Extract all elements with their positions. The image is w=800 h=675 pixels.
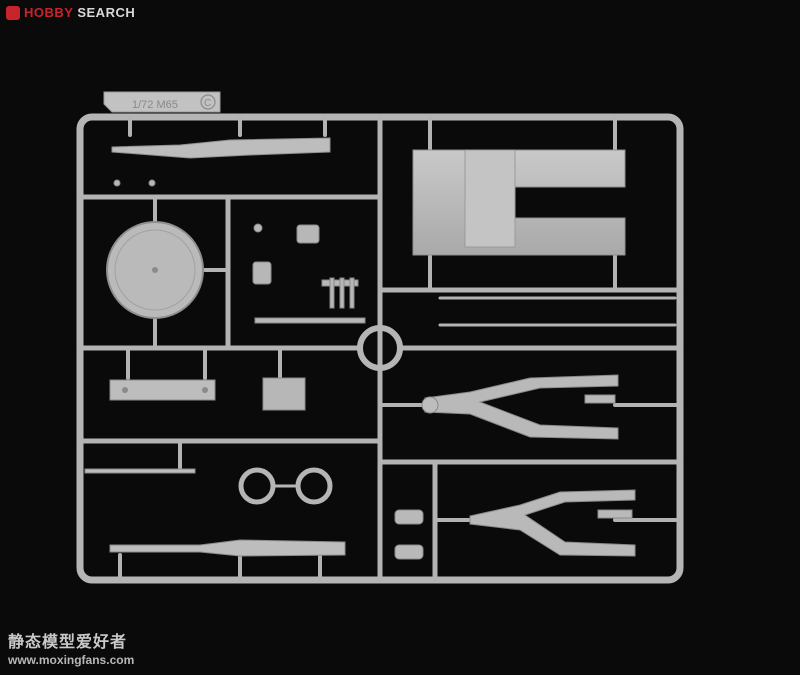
part-chassis-rail-top [111,137,331,159]
sprue-runners [77,114,683,583]
sprue-tag-label: 1/72 M65 [132,99,178,111]
part-turntable-disc [106,221,204,319]
part-a-frame-lower [469,489,636,557]
part-chassis-rail-bottom [84,468,346,557]
hobby-search-logo-icon [6,5,20,20]
watermark-chinese-text: 静态模型爱好者 [8,632,128,651]
watermark-url: www.moxingfans.com [8,653,135,667]
sprue-id-tag: 1/72 M65 C [103,91,221,113]
part-small-fittings [113,179,366,411]
part-cylinders [394,509,424,560]
part-deck-plate [412,149,626,256]
part-a-frame-upper [421,374,619,440]
watermark-brand-prefix: HOBBY [24,5,74,20]
moxingfans-watermark: 静态模型爱好者 www.moxingfans.com [8,628,134,667]
watermark-brand-suffix: SEARCH [77,5,136,20]
sprue-tag-letter: C [204,98,211,109]
hobby-search-watermark: HOBBY SEARCH [6,5,135,20]
part-bumper-bracket [109,379,216,401]
part-wheel-rings [238,467,333,505]
part-ring-hub [357,325,403,371]
